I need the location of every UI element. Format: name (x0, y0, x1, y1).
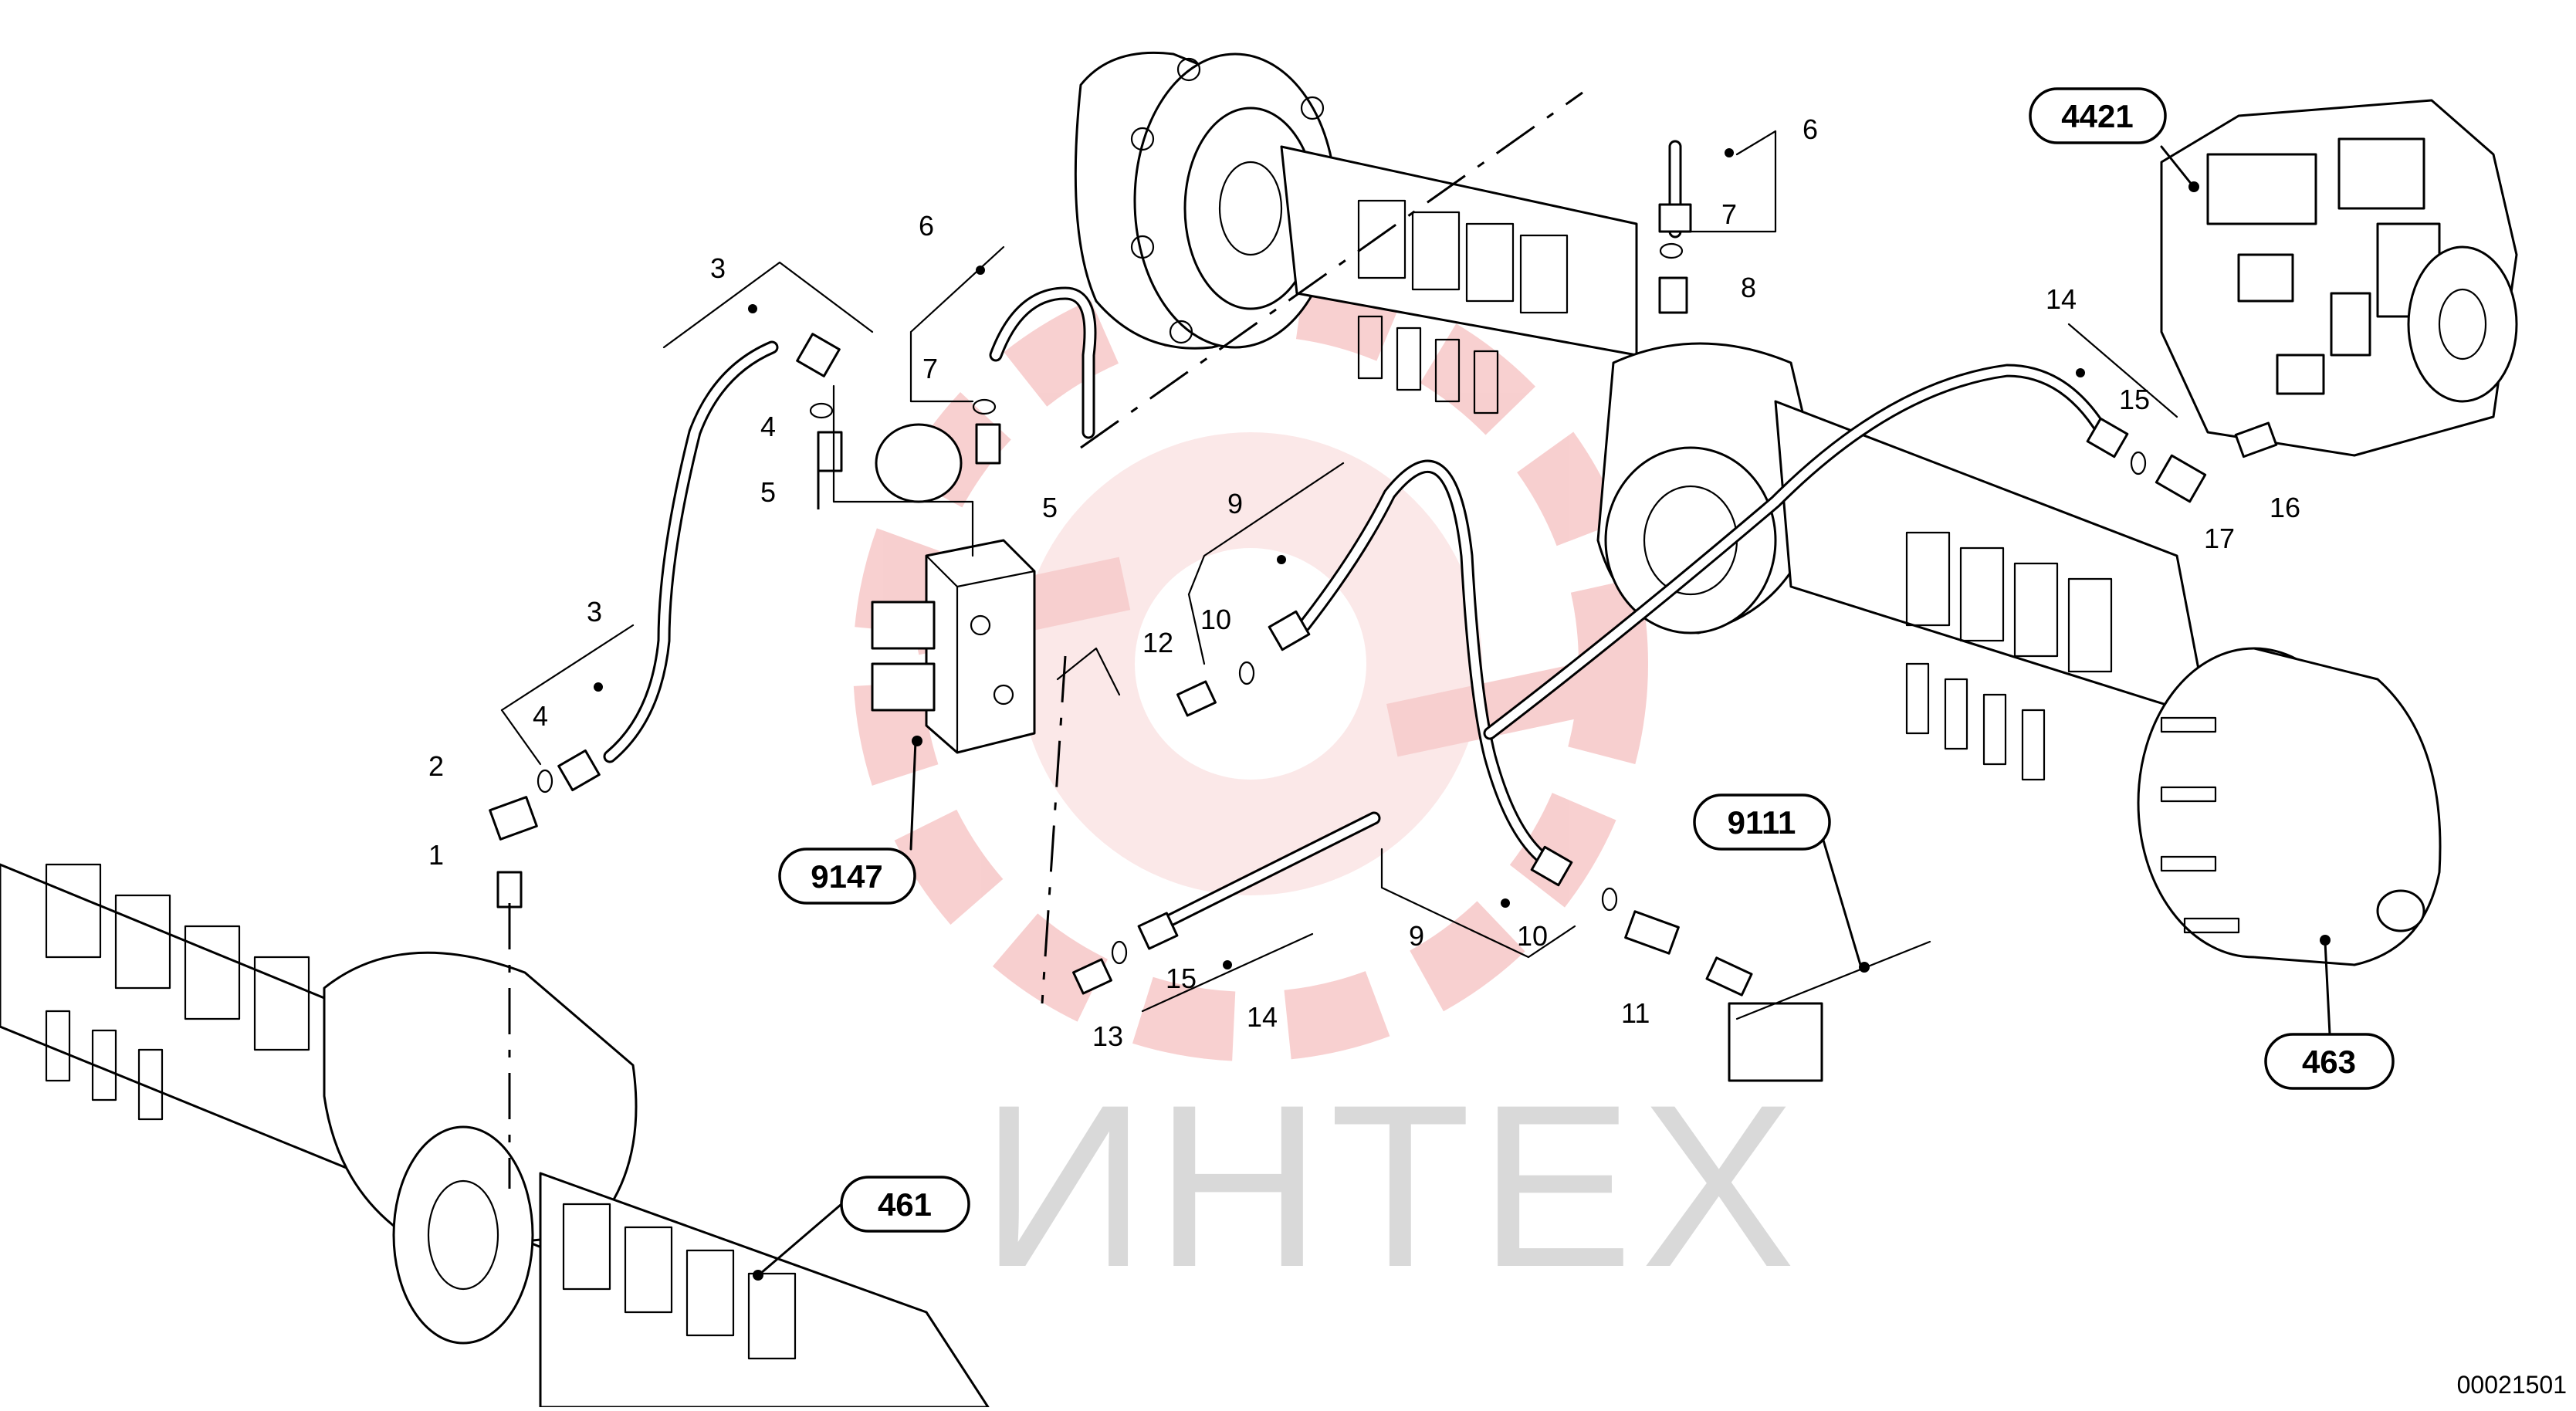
svg-text:9111: 9111 (1728, 804, 1796, 841)
callout-9111[interactable]: 9111 (1693, 793, 1831, 851)
callout-4421[interactable]: 4421 (2029, 87, 2167, 144)
part-label-11: 11 (1621, 997, 1650, 1029)
svg-text:4421: 4421 (2061, 98, 2133, 134)
callout-9147[interactable]: 9147 (778, 848, 916, 905)
part-label-9: 9 (1409, 920, 1424, 952)
part-label-4: 4 (760, 411, 776, 442)
part-label-15: 15 (1166, 963, 1197, 994)
callout-463[interactable]: 463 (2264, 1033, 2395, 1090)
part-label-10: 10 (1200, 604, 1231, 635)
rear-axle-top (1074, 51, 2209, 781)
part-label-5: 5 (1042, 492, 1058, 523)
part-label-6: 6 (1803, 113, 1818, 145)
part-label-5: 5 (760, 476, 776, 508)
part-label-2: 2 (428, 750, 444, 782)
hose-dots (594, 148, 2085, 969)
svg-text:463: 463 (2302, 1044, 2356, 1080)
part-label-3: 3 (587, 596, 602, 628)
center-lines (508, 91, 1583, 1189)
part-label-6: 6 (919, 210, 934, 242)
hoses (603, 140, 2114, 933)
part-label-14: 14 (2046, 283, 2077, 315)
part-label-17: 17 (2204, 523, 2235, 554)
leader-lines (500, 130, 2331, 1281)
valve-block-9147 (871, 423, 1036, 754)
part-label-7: 7 (1721, 198, 1737, 230)
part-label-12: 12 (1142, 627, 1173, 658)
part-label-7: 7 (922, 353, 938, 384)
part-label-1: 1 (428, 839, 444, 871)
part-labels: 1 2 3 3 4 4 5 5 6 6 7 7 8 9 9 10 10 11 1… (428, 113, 2300, 1052)
callout-461[interactable]: 461 (840, 1176, 970, 1233)
part-label-8: 8 (1741, 272, 1756, 303)
part-label-4: 4 (533, 700, 548, 732)
part-label-16: 16 (2270, 492, 2300, 523)
svg-text:9147: 9147 (811, 858, 882, 895)
part-label-15: 15 (2119, 384, 2150, 415)
wheel-hub-463 (2137, 647, 2442, 966)
part-label-13: 13 (1092, 1020, 1123, 1052)
watermark-text: ИНТЕХ (980, 1056, 1803, 1315)
part-label-14: 14 (1247, 1001, 1278, 1033)
drawing-number: 00021501 (2457, 1371, 2567, 1399)
svg-text:461: 461 (878, 1186, 932, 1223)
part-label-10: 10 (1517, 920, 1548, 952)
front-axle-461 (0, 863, 990, 1409)
part-label-3: 3 (710, 252, 726, 284)
hydraulic-pump-4421 (2160, 99, 2518, 457)
part-label-9: 9 (1227, 488, 1243, 519)
fittings (489, 203, 2278, 1082)
